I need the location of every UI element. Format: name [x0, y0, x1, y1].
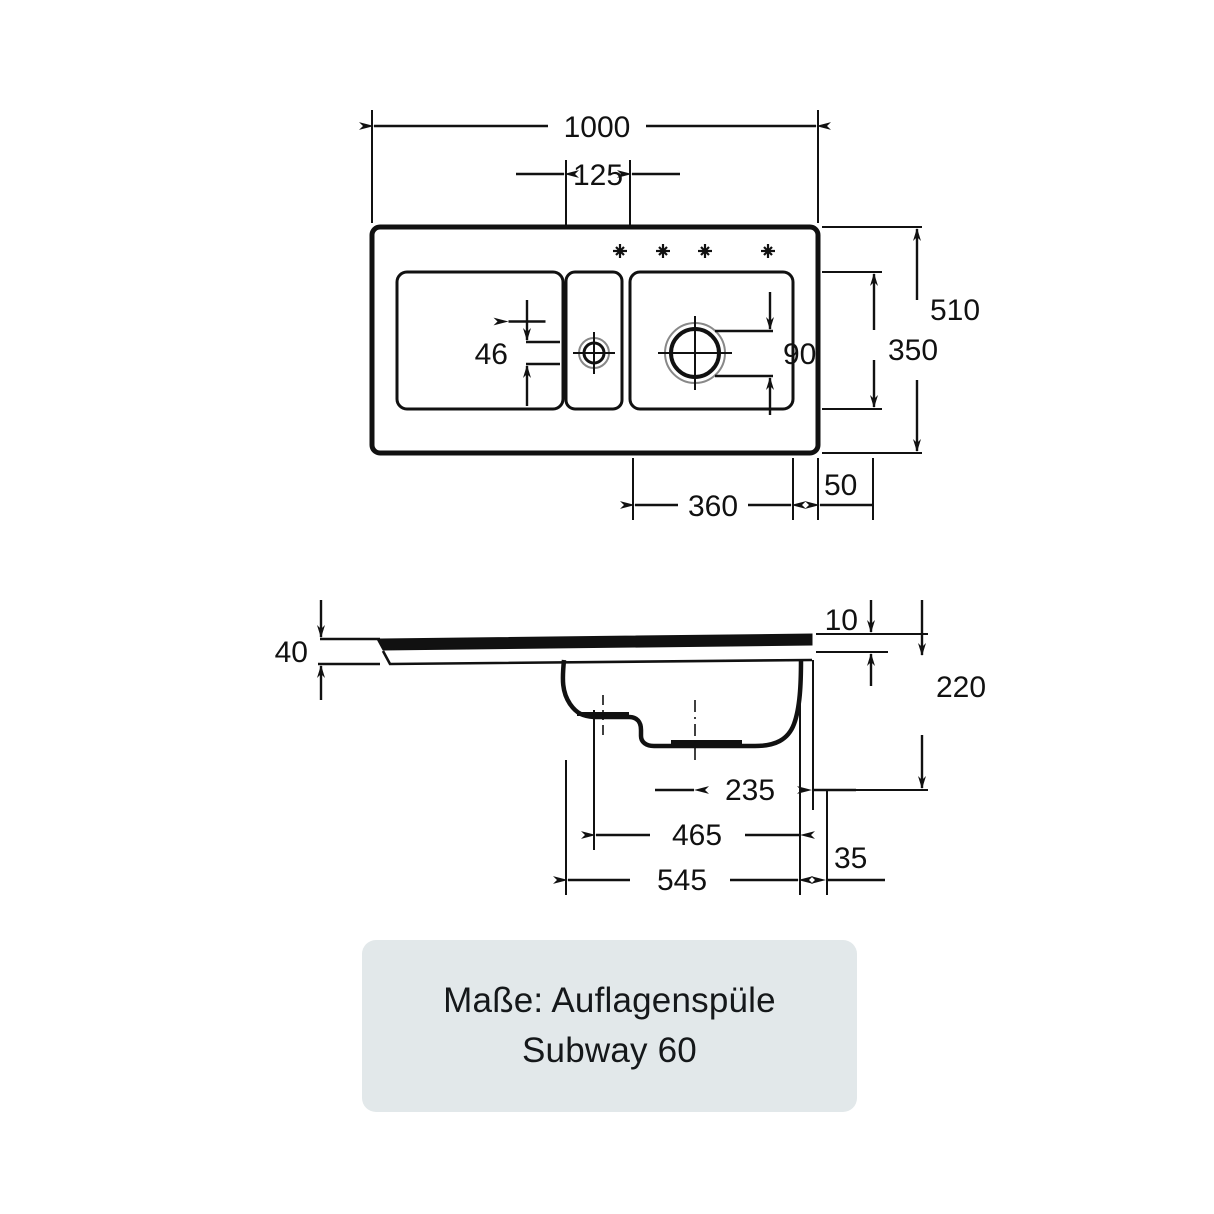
dim-label-510: 510 [930, 294, 980, 327]
dimension-basin-depth-350: 350 [822, 271, 938, 410]
dim-label-465: 465 [672, 819, 722, 852]
dim-label-50: 50 [824, 469, 857, 502]
tap-hole-icon [613, 244, 627, 258]
tap-hole-icon [656, 244, 670, 258]
dimension-overall-depth-510: 510 [822, 226, 980, 454]
dim-label-125: 125 [573, 159, 623, 192]
dimension-flange-10: 10 [816, 600, 928, 686]
tap-hole-icon [761, 244, 775, 258]
dim-label-235: 235 [725, 774, 775, 807]
dim-label-220: 220 [936, 671, 986, 704]
sink-outer-body [369, 224, 821, 456]
small-drain [573, 332, 615, 374]
dim-label-40: 40 [275, 636, 308, 669]
basin-profile [560, 659, 804, 749]
dim-label-90: 90 [783, 338, 816, 371]
main-basin [628, 270, 795, 411]
dimension-tap-offset: 125 [516, 159, 680, 226]
main-drain [658, 316, 732, 390]
dimension-bowl-width-360: 360 [620, 458, 806, 523]
dimension-rim-40: 40 [275, 600, 380, 700]
dim-label-1000: 1000 [564, 111, 631, 144]
dim-label-545: 545 [657, 864, 707, 897]
dimension-edge-35: 35 [799, 660, 885, 895]
centerlines [602, 695, 696, 762]
dim-label-360: 360 [688, 490, 738, 523]
drainboard-basin [395, 270, 565, 411]
sink-rim-profile [376, 633, 813, 666]
tap-hole-icon [698, 244, 712, 258]
dimension-span-465: 465 [581, 710, 815, 852]
dimension-overall-width: 1000 [359, 110, 831, 223]
dimension-drain-diameter-90: 90 [715, 292, 816, 415]
caption-line-2: Subway 60 [522, 1031, 697, 1070]
caption-line-1: Maße: Auflagenspüle [443, 981, 776, 1021]
dim-label-10: 10 [825, 604, 858, 637]
dimension-drain-offset-46: 46 [475, 300, 560, 406]
side-view-group: 40 10 220 [275, 600, 986, 897]
top-view-group: 1000 125 46 [359, 110, 980, 523]
dimension-height-220: 220 [816, 600, 986, 791]
dimension-offset-50: 50 [805, 458, 874, 520]
dimension-run-545: 545 [553, 760, 813, 897]
dim-label-35: 35 [834, 842, 867, 875]
dimension-drain-offset-235: 235 [655, 660, 856, 810]
tap-hole-marks [613, 244, 775, 258]
caption-box: Maße: Auflagenspüle Subway 60 [362, 940, 857, 1112]
dim-label-46: 46 [475, 338, 508, 371]
dim-label-350: 350 [888, 334, 938, 367]
middle-small-basin [564, 270, 624, 411]
